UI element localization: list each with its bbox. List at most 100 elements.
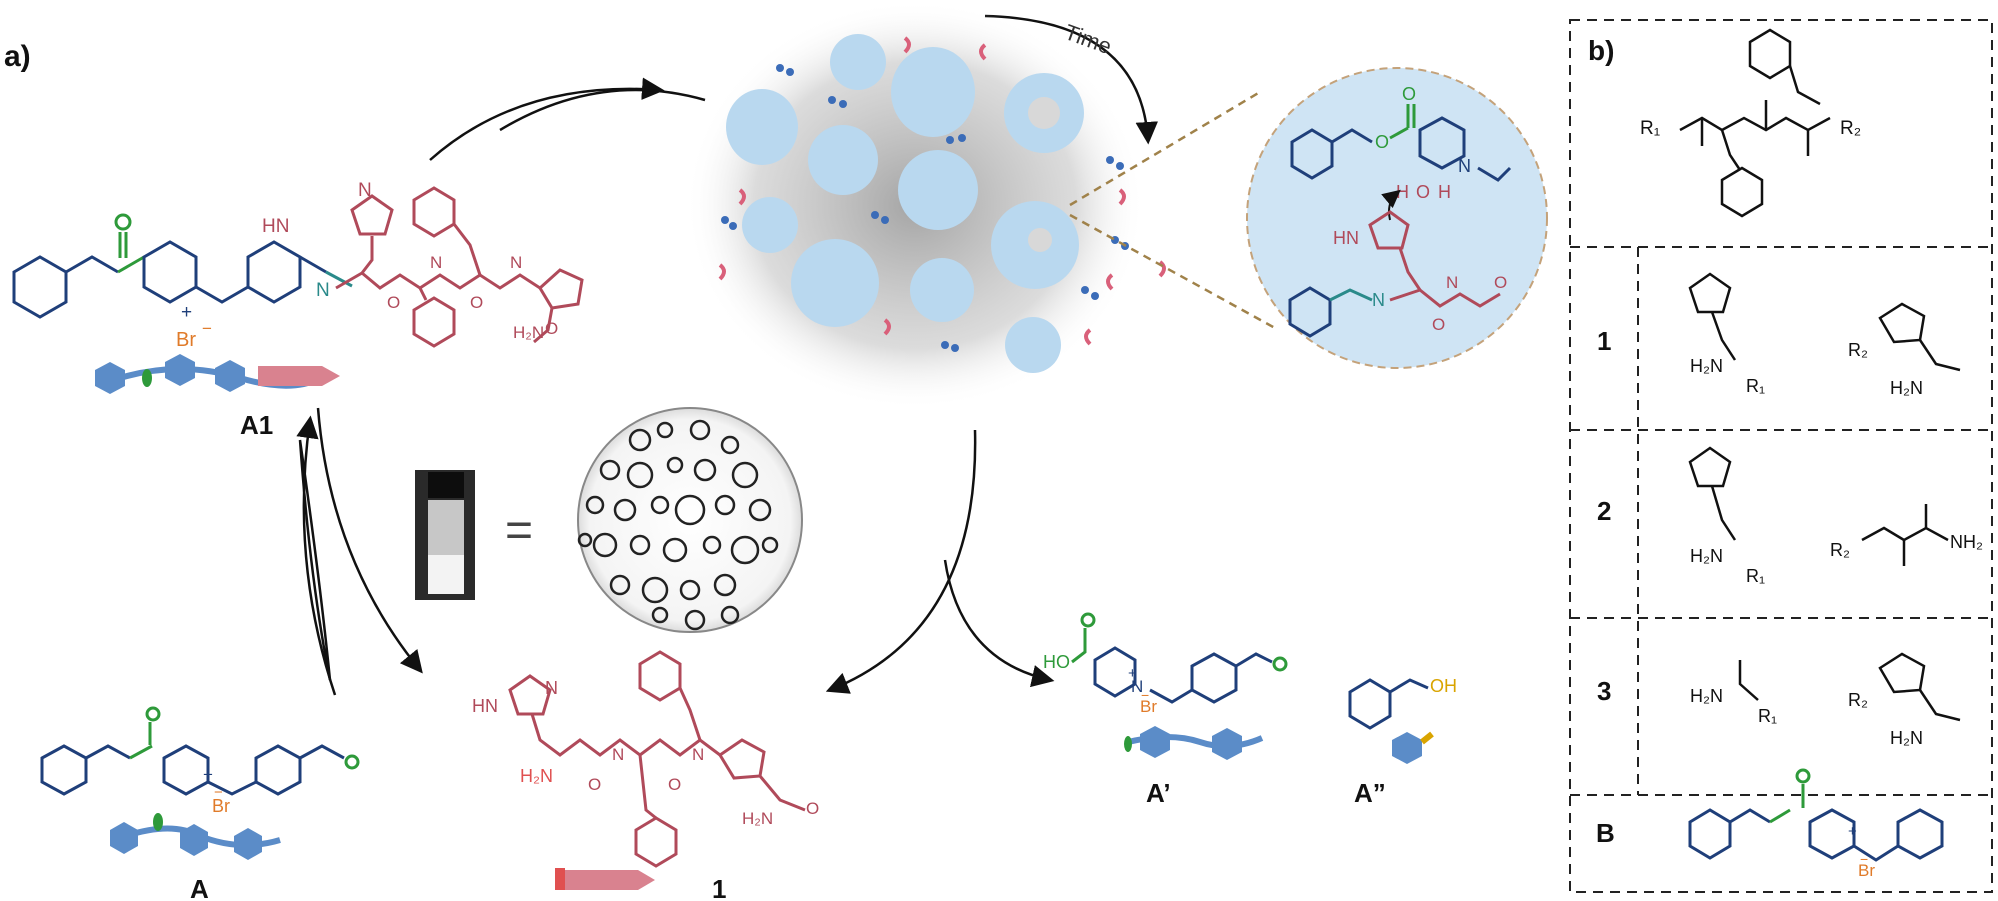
row1-left-r1: R₁ (1746, 376, 1765, 396)
arrow-to-a-prime (943, 559, 1055, 688)
p1-amide-o: O (806, 799, 819, 818)
micrograph-droplets (577, 419, 779, 631)
droplet (742, 197, 798, 253)
row-2-id: 2 (1597, 496, 1611, 526)
a-dprime-schematic (1392, 732, 1422, 764)
arrow-aggregates-to-a1 (499, 88, 706, 132)
panel-b: b) R₁ R₂ 1 H₂N R₁ R₂ H₂N 2 H₂N R₁ (1569, 19, 1993, 893)
compound-b-br: Br (1858, 861, 1875, 880)
molecule-a-prime: HO N + Br − A’ (1043, 612, 1288, 808)
row2-right-nh2: NH₂ (1950, 532, 1983, 552)
row2-left-r1: R₁ (1746, 566, 1765, 586)
a-aryl-ring (254, 744, 302, 796)
arrow-time (984, 14, 1159, 145)
a1-aryl-ring (246, 240, 302, 304)
peptide-arrows (718, 36, 1166, 346)
row2-imidazole-ring (1688, 446, 1732, 488)
micrograph (577, 407, 803, 633)
a1-benzene-ring (12, 255, 68, 319)
molecule-a1: + Br − N HN N O N O N O H₂N (12, 180, 584, 440)
a1-carbonyl-o2: O (470, 293, 483, 312)
p1-proline-ring (717, 738, 766, 780)
cycle-arrows (296, 14, 1159, 696)
row1-proline-ring (1878, 302, 1926, 344)
a-prime-pyridinium-ring (1093, 646, 1137, 698)
core-r1: R₁ (1640, 118, 1660, 139)
a1-imidazole-ring (350, 194, 394, 236)
droplet (791, 239, 879, 327)
row3-left-h2n: H₂N (1690, 686, 1723, 706)
droplet (1005, 317, 1061, 373)
row3-left-r1: R₁ (1758, 706, 1777, 726)
arrow-a1-to-aggregates (429, 77, 665, 161)
row1-imidazole-ring (1688, 272, 1732, 314)
zoom-water-o: O (1416, 182, 1430, 202)
a1-plus: + (181, 302, 192, 323)
zoom-amide-o2: O (1494, 273, 1507, 292)
droplet (910, 258, 974, 322)
arrow-a1-to-1 (316, 407, 423, 674)
equals-sign: = (505, 504, 533, 557)
arrow-a-to-a1 (296, 415, 337, 696)
a-plus: + (203, 765, 213, 784)
a-schematic (110, 813, 281, 860)
droplet (726, 89, 798, 165)
row2-left-h2n: H₂N (1690, 546, 1723, 566)
a-dprime-label: A” (1354, 778, 1386, 808)
a1-imine-n: N (316, 280, 330, 301)
zoom-imine-n: N (1372, 290, 1385, 310)
zoom-pyridinium-ring (1418, 116, 1466, 170)
a-prime-ho: HO (1043, 652, 1070, 672)
a1-pyridinium-ring (142, 240, 198, 304)
row1-right-h2n: H₂N (1890, 378, 1923, 398)
a-prime-n: N (1131, 677, 1143, 696)
a1-schematic (95, 354, 340, 394)
p1-schematic-arrow (560, 870, 655, 890)
zoom-amide-o: O (1432, 315, 1445, 334)
a1-label: A1 (240, 410, 273, 440)
a1-phe-ring-lower (412, 296, 456, 348)
droplet (808, 125, 878, 195)
panel-b-label: b) (1588, 35, 1614, 66)
core-r2: R₂ (1840, 118, 1861, 139)
a1-imidazole-n: N (358, 180, 372, 201)
schematic-hexagon (165, 354, 195, 386)
a-prime-aryl-ring (1190, 652, 1238, 704)
droplet (898, 150, 978, 230)
peptide-1: HN N H₂N O N O N O H₂N 1 (472, 650, 819, 901)
peptide-1-label: 1 (712, 874, 726, 901)
zoom-line-top (1069, 90, 1261, 207)
a-minus: − (214, 784, 223, 801)
row1-left-h2n: H₂N (1690, 356, 1723, 376)
a-pyridinium-ring (162, 744, 210, 796)
zoom-benzene-ring (1290, 128, 1334, 180)
p1-nh-2: N (692, 745, 704, 764)
row3-right-r2: R₂ (1848, 690, 1868, 710)
vial-cap (428, 472, 464, 498)
p1-phe-ring-lower (634, 816, 678, 868)
row3-proline-ring (1878, 652, 1926, 694)
schematic-peptide-arrow (258, 366, 340, 386)
a1-amide-h2n: H₂N (513, 323, 544, 342)
a-dprime-benzene-ring (1348, 678, 1392, 730)
a1-imidazole-hn: HN (262, 216, 289, 237)
a1-nh-1: N (430, 253, 442, 272)
zoom-imidazole-ring (1368, 210, 1410, 250)
compound-b-minus: − (1860, 851, 1868, 867)
row2-right-r2: R₂ (1830, 540, 1850, 560)
vial-emulsion (428, 555, 464, 594)
a-prime-schematic (1124, 726, 1264, 760)
schematic-hexagon (95, 362, 125, 394)
p1-imidazole-hn: HN (472, 696, 498, 716)
p1-imidazole-ring (508, 674, 552, 716)
zoom-aryl-ring (1288, 286, 1332, 338)
droplet (830, 34, 886, 90)
a-label: A (190, 874, 209, 901)
p1-amide-h2n: H₂N (742, 809, 773, 828)
a-prime-minus: − (1141, 687, 1149, 703)
zoom-imidazole-hn: HN (1333, 228, 1359, 248)
a-bromide: Br (212, 796, 230, 816)
a1-phe-ring-upper (412, 186, 456, 238)
a-prime-plus: + (1128, 665, 1137, 682)
